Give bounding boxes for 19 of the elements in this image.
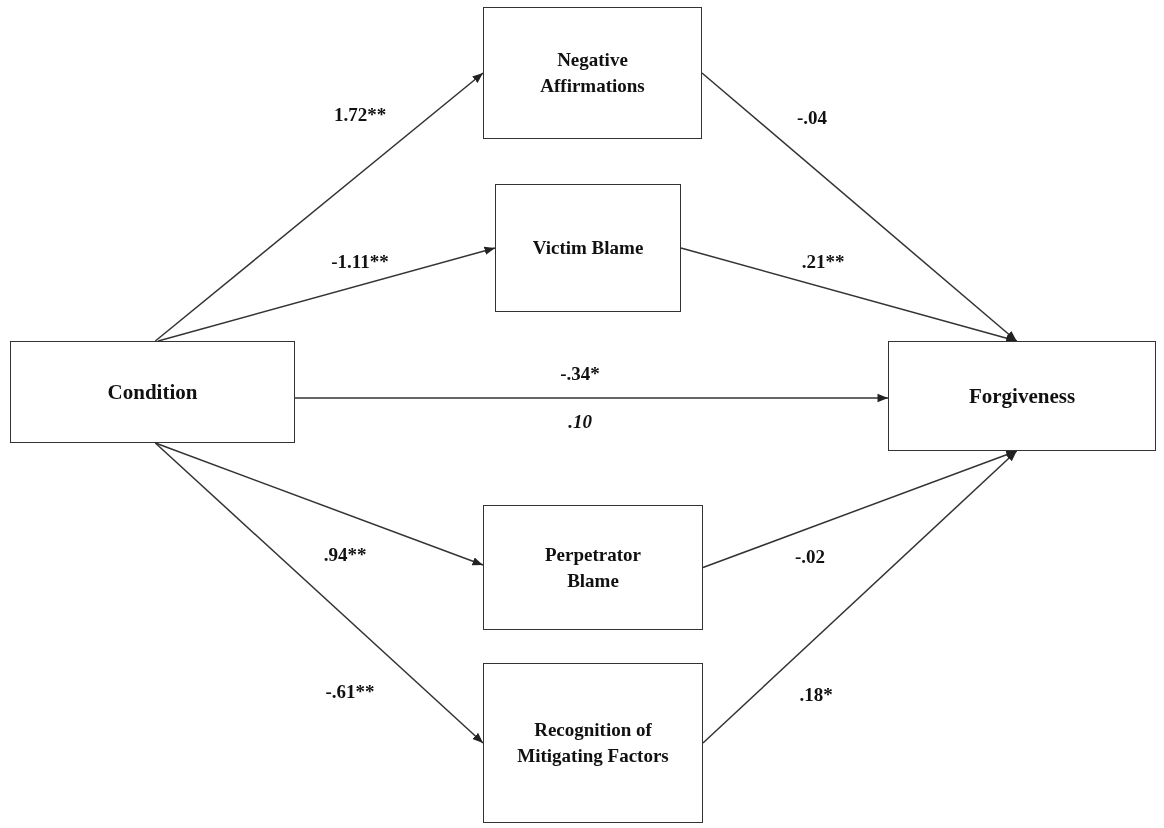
arrow xyxy=(154,72,484,342)
variable-name: Recognition of Mitigating Factors xyxy=(516,718,670,768)
variable-box xyxy=(483,505,703,630)
variable-box xyxy=(10,341,295,443)
variable-box xyxy=(888,341,1156,451)
arrow xyxy=(294,393,889,403)
variable-name: Negative Affirmations xyxy=(539,48,646,98)
variable-name: Victim Blame xyxy=(532,236,644,261)
variable-box xyxy=(495,184,681,312)
arrow xyxy=(701,72,1018,342)
arrow xyxy=(157,246,496,342)
arrow xyxy=(154,442,484,744)
arrow xyxy=(154,442,484,566)
variable-box xyxy=(483,663,703,823)
arrow xyxy=(702,450,1018,744)
variable-name: Perpetrator Blame xyxy=(544,542,642,593)
variable-name: Condition xyxy=(107,378,198,406)
variable-box xyxy=(483,7,702,139)
variable-name: Forgiveness xyxy=(968,382,1076,410)
